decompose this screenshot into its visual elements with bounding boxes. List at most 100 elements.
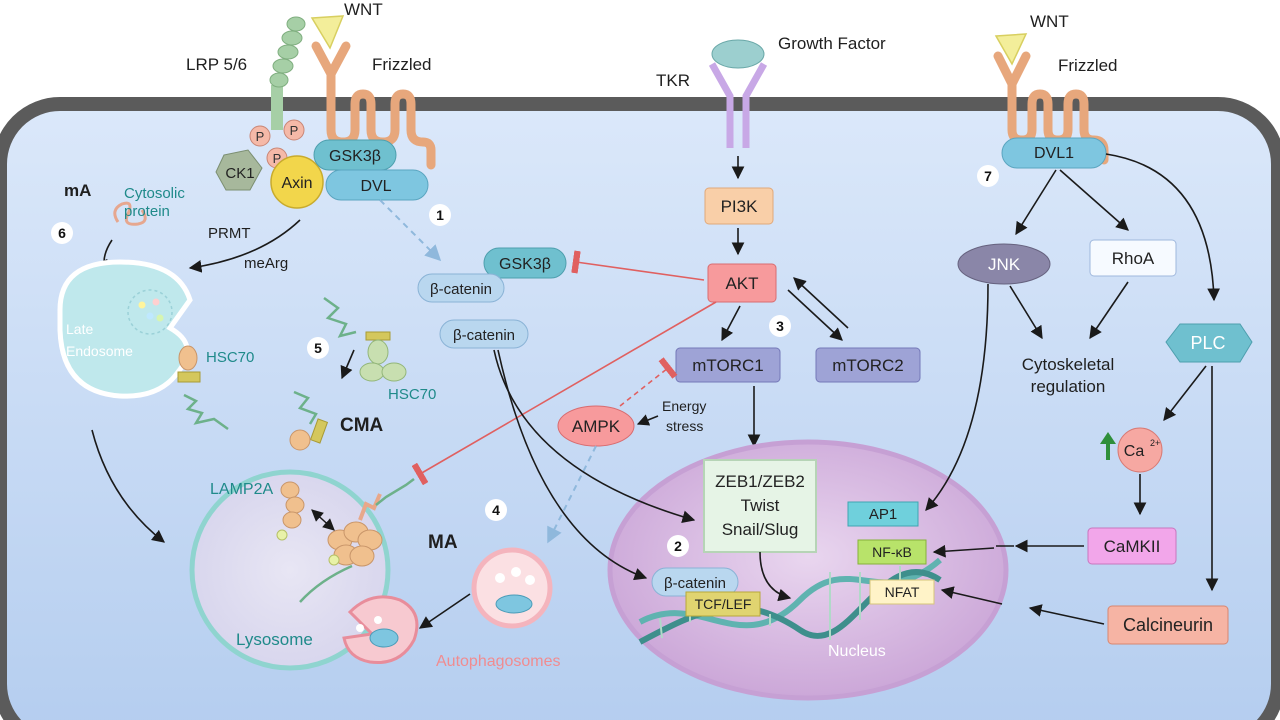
energy-stress-label-1: Energy (662, 398, 706, 414)
num3-label: 3 (776, 318, 784, 334)
dvl1-label: DVL1 (1034, 145, 1074, 162)
late-endosome-label-2: Endosome (66, 343, 133, 359)
calcineurin-node (1107, 605, 1229, 645)
arrow-akt-mtorc2 (787, 289, 843, 341)
arrow-jnk-cyto (1009, 285, 1043, 340)
energy-stress-label-2: stress (666, 418, 703, 434)
endosome-vesicle (127, 289, 173, 335)
twist-label: Twist (741, 496, 780, 515)
inhibit-akt-gsk3b (571, 250, 705, 281)
p-label-2: P (290, 123, 299, 138)
frizzled-left-label: Frizzled (372, 55, 432, 74)
ma-label: MA (428, 532, 458, 553)
num5-badge (307, 337, 329, 359)
phospho-group (249, 119, 305, 169)
mtorc1-label: mTORC1 (692, 356, 763, 375)
ck1-label: CK1 (225, 165, 254, 182)
plc-node (1165, 323, 1253, 363)
dvl-left-node (325, 169, 429, 201)
tcf-node (685, 591, 761, 617)
inhibit-ampk-mtorc1 (619, 357, 678, 407)
lysosome (189, 469, 391, 671)
nfat-node (869, 579, 935, 605)
jnk-node (957, 243, 1051, 285)
lamp2a-label: LAMP2A (210, 481, 273, 498)
mtorc2-label: mTORC2 (832, 356, 903, 375)
autophagosome (471, 547, 553, 629)
hsc70-left-label: HSC70 (206, 349, 254, 366)
zeb-label: ZEB1/ZEB2 (715, 472, 805, 491)
arrow-energy-ampk (636, 414, 659, 426)
cma-substrate-bottom (293, 390, 318, 425)
lamp2a-receptors (276, 478, 415, 603)
pi3k-label: PI3K (721, 197, 759, 216)
bcat-nuc-label: β-catenin (664, 575, 726, 592)
arrow-emt-dna (759, 551, 792, 602)
mtorc2-node (815, 347, 921, 383)
lysosome-label: Lysosome (236, 630, 313, 649)
cytosolic-label-2: protein (124, 203, 170, 220)
prmt-label: PRMT (208, 225, 251, 242)
ap1-label: AP1 (869, 506, 897, 523)
wnt-ligand-icon (310, 15, 345, 50)
arrow-akt-mtorc1 (721, 305, 741, 342)
lrp-receptor (269, 16, 306, 130)
ampk-label: AMPK (572, 417, 621, 436)
axin-node (270, 155, 324, 209)
nfat-label: NFAT (885, 584, 920, 600)
num7-badge (977, 165, 999, 187)
ca-node (1117, 427, 1163, 473)
arrow-prmt-endosome (188, 219, 301, 273)
bcat-1-node (417, 273, 505, 303)
arrow-bcat-nucleus (497, 349, 648, 581)
akt-label: AKT (725, 274, 758, 293)
pi3k-node (704, 187, 774, 225)
plc-label: PLC (1190, 333, 1225, 353)
cyto-reg-label-1: Cytoskeletal (1022, 355, 1115, 374)
num5-label: 5 (314, 340, 322, 356)
growth-factor-label: Growth Factor (778, 34, 886, 53)
mearg-label: meArg (244, 255, 288, 272)
tcf-label: TCF/LEF (695, 596, 752, 612)
gsk3b-free-label: GSK3β (499, 256, 551, 273)
arrow-dvl-bcat (379, 199, 442, 262)
nucleus-label: Nucleus (828, 643, 886, 660)
arrow-bcat-emt (493, 349, 696, 523)
bcat-1-label: β-catenin (430, 281, 492, 298)
arrow-calcineurin-stub (1028, 604, 1105, 625)
dvl-left-label: DVL (360, 178, 391, 195)
emt-factors-box (703, 459, 817, 553)
cytosolic-label-1: Cytosolic (124, 185, 185, 202)
wnt-right-label: WNT (1030, 12, 1069, 31)
autophagosomes-label: Autophagosomes (436, 653, 561, 670)
arrow-cma-1 (340, 349, 355, 380)
tkr-receptor (708, 39, 768, 148)
num4-badge (485, 499, 507, 521)
num6-badge (51, 222, 73, 244)
num7-label: 7 (984, 168, 992, 184)
wnt-left-label: WNT (344, 0, 383, 19)
arrow-dvl1-plc (1105, 153, 1221, 302)
tkr-label: TKR (656, 71, 690, 90)
camkii-label: CaMKII (1104, 537, 1161, 556)
inhibit-akt-lamp2a (411, 301, 717, 486)
rhoa-node (1089, 239, 1177, 277)
cytosolic-protein-icon (113, 201, 147, 226)
num4-label: 4 (492, 502, 500, 518)
gsk3b-free-node (483, 247, 567, 279)
arrow-dvl1-rhoa (1059, 169, 1129, 231)
cyto-reg-label-2: regulation (1031, 377, 1106, 396)
rhoa-label: RhoA (1112, 249, 1155, 268)
hsc70-cma-label: HSC70 (388, 386, 436, 403)
jnk-label: JNK (988, 255, 1021, 274)
up-arrow-icon (1100, 432, 1116, 460)
ca-label: Ca (1124, 443, 1145, 460)
lrp-label: LRP 5/6 (186, 55, 247, 74)
snail-label: Snail/Slug (722, 520, 799, 539)
nfkb-label: NF-κB (872, 544, 912, 560)
cma-label: CMA (340, 415, 384, 436)
arrow-camkii-nfkb (932, 544, 995, 558)
hsc70-substrate-1 (183, 393, 229, 431)
dvl1-node (1001, 137, 1107, 169)
